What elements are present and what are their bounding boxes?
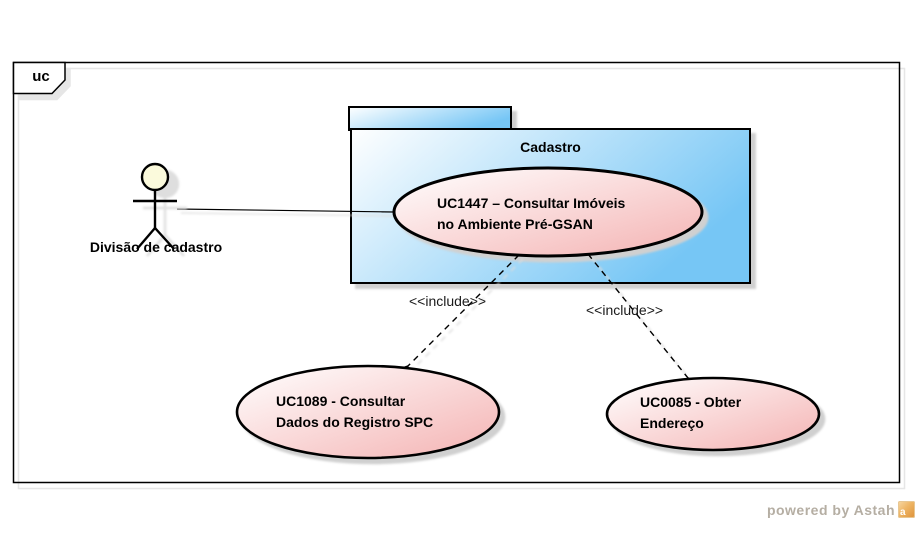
actor-label: Divisão de cadastro — [89, 239, 223, 255]
actor-leg-left — [136, 227, 156, 250]
watermark-text: powered by Astah — [766, 501, 895, 518]
include-label-2: <<include>> — [586, 302, 664, 318]
astah-logo-letter: a — [900, 507, 906, 518]
package-tab[interactable] — [348, 106, 512, 131]
usecase-uc1447-line2: no Ambiente Pré-GSAN — [437, 216, 593, 232]
usecase-uc1089-line1: UC1089 - Consultar — [276, 393, 406, 409]
actor-figure[interactable] — [133, 162, 177, 250]
astah-logo-icon: a — [898, 501, 915, 518]
usecase-uc1089[interactable] — [235, 364, 501, 460]
include-label-1: <<include>> — [409, 293, 487, 309]
usecase-uc0085-line1: UC0085 - Obter — [640, 394, 742, 410]
actor-leg-right — [154, 227, 175, 250]
usecase-uc0085-line2: Endereço — [640, 415, 704, 431]
usecase-uc0085-label: UC0085 - Obter Endereço — [640, 392, 741, 434]
watermark: powered by Astah a — [767, 501, 915, 518]
actor-head — [140, 162, 170, 192]
usecase-uc1447[interactable] — [392, 166, 704, 258]
association-line[interactable] — [176, 208, 395, 213]
package-title: Cadastro — [520, 139, 581, 155]
usecase-uc1447-label: UC1447 – Consultar Imóveis no Ambiente P… — [437, 193, 625, 235]
frame-label: uc — [32, 68, 50, 85]
include-edge-uc0085[interactable] — [587, 253, 688, 378]
uml-frame — [12, 61, 901, 484]
include-edge-uc1089[interactable] — [408, 254, 520, 366]
usecase-uc1447-line1: UC1447 – Consultar Imóveis — [437, 195, 626, 211]
usecase-uc1089-label: UC1089 - Consultar Dados do Registro SPC — [276, 391, 433, 433]
usecase-uc0085[interactable] — [605, 376, 821, 452]
usecase-uc1089-line2: Dados do Registro SPC — [276, 414, 434, 430]
frame-tab — [12, 61, 66, 95]
